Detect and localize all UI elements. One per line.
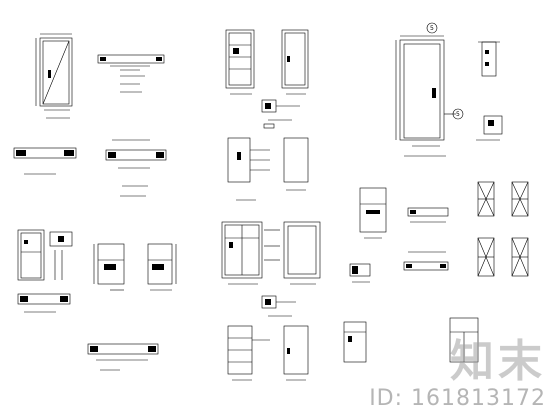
hardware-detail-2 bbox=[476, 115, 503, 141]
glass-door-elevation bbox=[359, 187, 387, 239]
door-elevation-2 bbox=[17, 229, 73, 281]
jamb-detail-2 bbox=[105, 139, 167, 187]
framed-door-c bbox=[477, 237, 495, 277]
section-detail-5 bbox=[261, 99, 300, 129]
jamb-detail-4 bbox=[87, 343, 159, 371]
door-elevation-7 bbox=[227, 137, 270, 183]
framed-door-d bbox=[511, 237, 529, 277]
double-door-elevation bbox=[221, 221, 280, 285]
door-elevation-13 bbox=[449, 317, 479, 363]
door-elevation-5 bbox=[225, 29, 255, 95]
hardware-detail-1 bbox=[478, 41, 500, 77]
door-elevation-8 bbox=[283, 137, 309, 191]
threshold-detail bbox=[407, 207, 449, 223]
callout-top: 5 bbox=[430, 25, 434, 32]
tall-door-elevation: 5 5 bbox=[395, 22, 464, 147]
door-elevation-3 bbox=[93, 243, 125, 291]
watermark-logo: 知末 bbox=[450, 336, 546, 387]
door-elevation-11 bbox=[283, 325, 309, 381]
section-detail-6 bbox=[261, 295, 296, 317]
door-elevation-9 bbox=[283, 221, 321, 285]
door-elevation-4 bbox=[147, 243, 177, 291]
door-section-1 bbox=[97, 54, 165, 93]
door-elevation-12 bbox=[343, 321, 367, 363]
callout-right: 5 bbox=[456, 111, 460, 118]
door-elevation-10 bbox=[227, 325, 270, 381]
jamb-detail-3 bbox=[17, 293, 71, 313]
framed-door-b bbox=[511, 181, 529, 217]
door-elevation-1 bbox=[35, 33, 73, 111]
watermark: 知末 ID: 161813172 bbox=[369, 338, 546, 412]
framed-door-a bbox=[477, 181, 495, 217]
watermark-id: ID: 161813172 bbox=[369, 386, 546, 411]
door-elevation-6 bbox=[281, 29, 309, 95]
jamb-detail-5 bbox=[403, 251, 449, 271]
jamb-detail-6 bbox=[349, 263, 371, 283]
jamb-detail-1 bbox=[13, 147, 77, 175]
